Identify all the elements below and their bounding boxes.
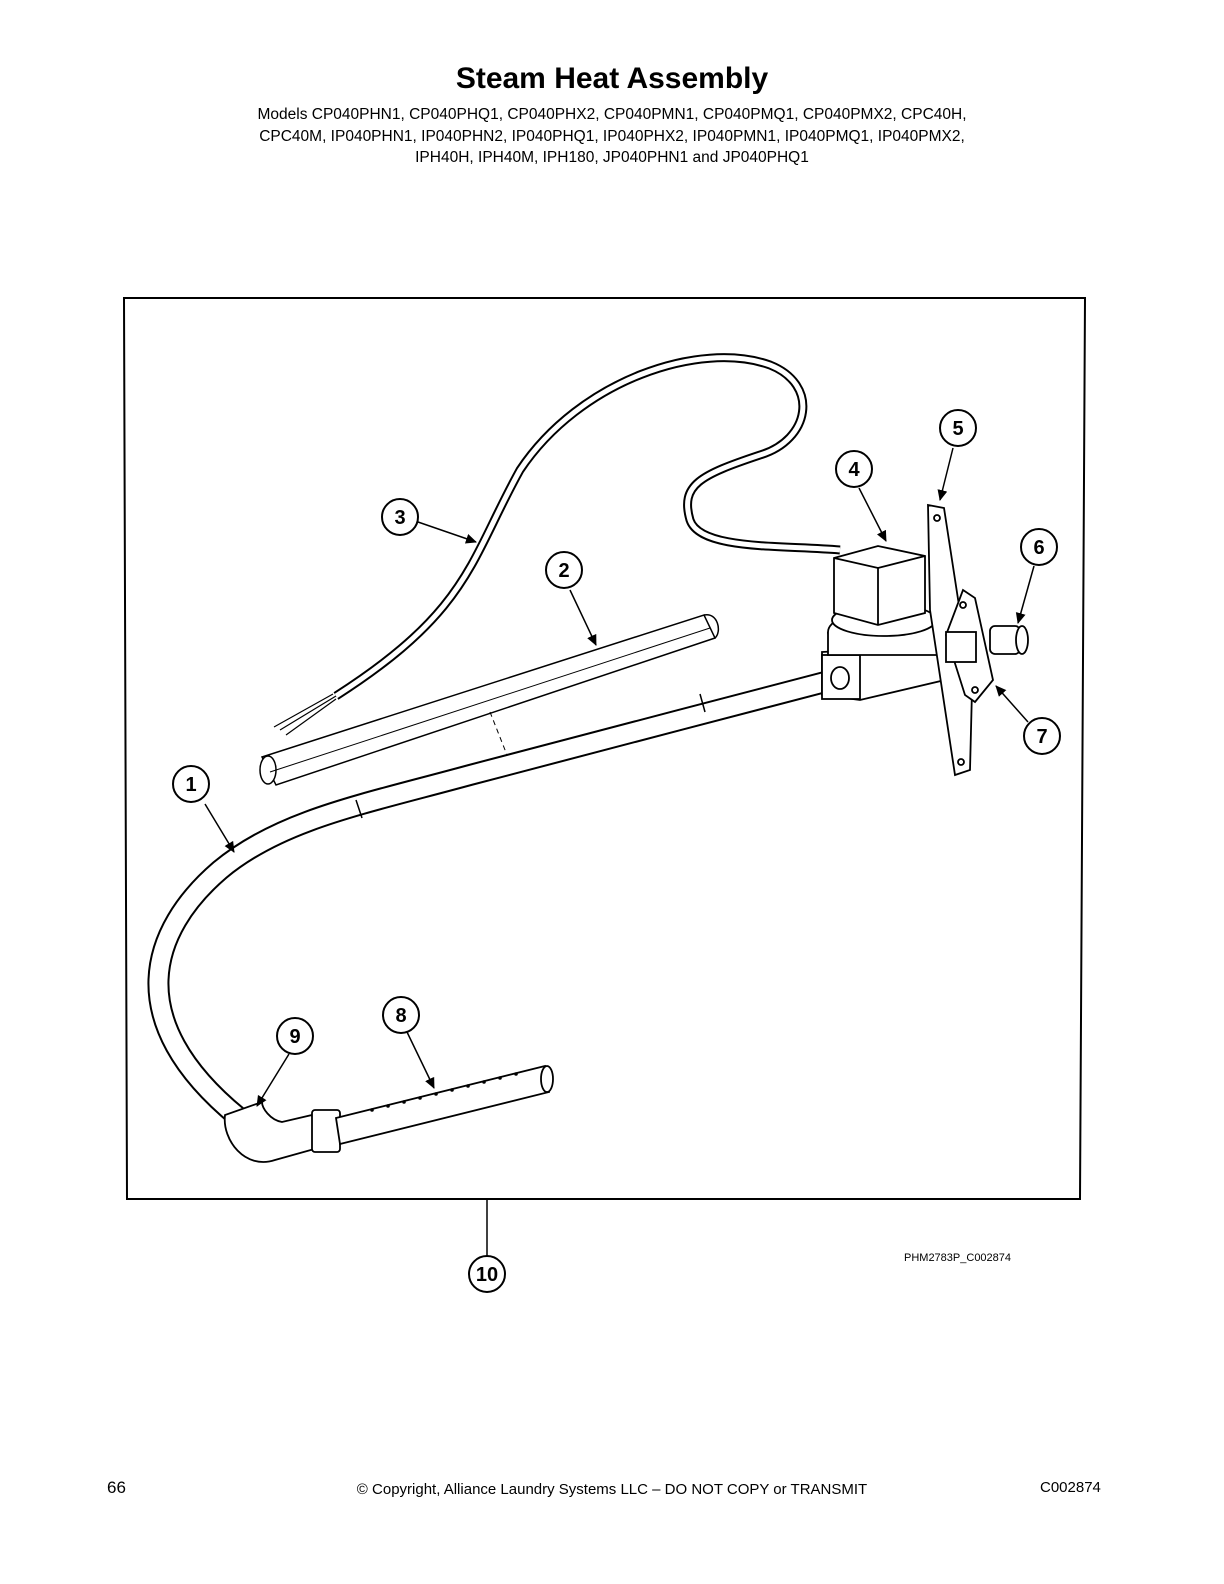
leader-line-6 [1015, 565, 1035, 624]
leader-line-4 [858, 487, 887, 542]
insulating-sleeve [259, 614, 720, 786]
page-number: 66 [107, 1478, 126, 1497]
callout-circle-2 [545, 551, 583, 589]
models-list: Models CP040PHN1, CP040PHQ1, CP040PHX2, … [150, 104, 1074, 169]
callout-circle-6 [1020, 528, 1058, 566]
perforated-steam-pipe [334, 1064, 554, 1146]
leader-line-9 [256, 1053, 290, 1107]
solenoid-coil [833, 545, 926, 626]
leader-line-3 [417, 521, 477, 544]
callout-8: 8 [395, 1005, 406, 1027]
page-title: Steam Heat Assembly [455, 62, 769, 95]
callout-circle-10 [468, 1255, 506, 1293]
callout-5: 5 [952, 418, 963, 440]
inlet-fitting [945, 625, 1029, 663]
assembly-frame [122, 297, 1087, 1200]
callout-6: 6 [1033, 537, 1044, 559]
callout-circle-8 [382, 996, 420, 1034]
leader-line-8 [406, 1031, 435, 1089]
callout-circle-1 [172, 765, 210, 803]
figure-id: PHM2783P_C002874 [904, 1252, 1012, 1264]
models-line: CPC40M, IP040PHN1, IP040PHN2, IP040PHQ1,… [259, 127, 965, 145]
leader-line-7 [995, 685, 1029, 723]
callout-3: 3 [394, 507, 405, 529]
copyright-notice: © Copyright, Alliance Laundry Systems LL… [356, 1481, 868, 1498]
elbow-fitting [223, 1100, 341, 1163]
callout-9: 9 [289, 1026, 300, 1048]
callout-10: 10 [476, 1264, 498, 1286]
callout-1: 1 [185, 774, 196, 796]
callout-circle-4 [835, 450, 873, 488]
leader-line-2 [569, 589, 597, 646]
callout-circle-5 [939, 409, 977, 447]
callout-circle-3 [381, 498, 419, 536]
leader-line-5 [937, 447, 954, 501]
document-code: C002874 [1040, 1479, 1101, 1496]
leader-line-1 [204, 803, 235, 853]
callout-4: 4 [848, 459, 860, 481]
callout-circle-9 [276, 1017, 314, 1055]
callout-circle-7 [1023, 717, 1061, 755]
models-line: IPH40H, IPH40M, IPH180, JP040PHN1 and JP… [415, 149, 809, 166]
steam-hose [147, 665, 859, 1128]
models-line: Models CP040PHN1, CP040PHQ1, CP040PHX2, … [257, 106, 967, 123]
wire-harness [273, 353, 841, 736]
callout-2: 2 [558, 560, 569, 582]
callout-7: 7 [1036, 726, 1047, 748]
